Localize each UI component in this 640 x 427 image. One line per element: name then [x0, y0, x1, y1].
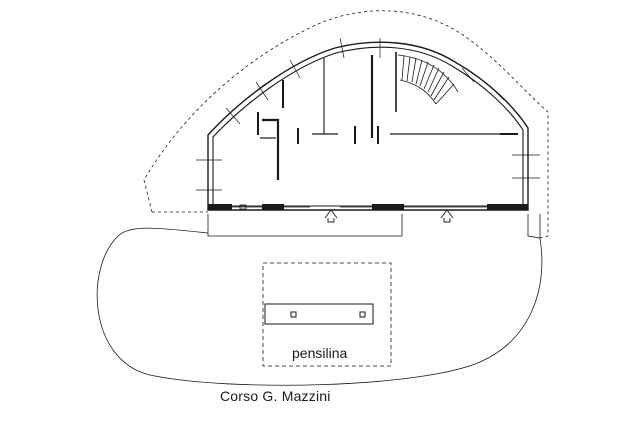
canopy-pillar-left: [290, 311, 297, 318]
sidewalk-strip: [207, 214, 403, 237]
building-inner-wall: [212, 46, 524, 207]
building-outer-wall: [207, 41, 529, 211]
canopy-pillar-right: [359, 311, 366, 318]
sidewalk-strip-right: [527, 214, 541, 239]
entrance-arrow-icons: [324, 209, 454, 223]
street-label: Corso G. Mazzini: [220, 388, 331, 404]
window-marks: [196, 37, 540, 191]
canopy-beam: [264, 303, 374, 325]
facade-wall-segments: [208, 204, 528, 210]
curved-staircase: [397, 54, 459, 105]
site-boundary: [96, 227, 543, 386]
lot-dashed-outline: [143, 10, 549, 239]
facade-openings: [232, 204, 487, 210]
interior-partitions: [257, 52, 518, 180]
canopy-label: pensilina: [292, 345, 348, 361]
canopy-outline: [262, 262, 392, 367]
